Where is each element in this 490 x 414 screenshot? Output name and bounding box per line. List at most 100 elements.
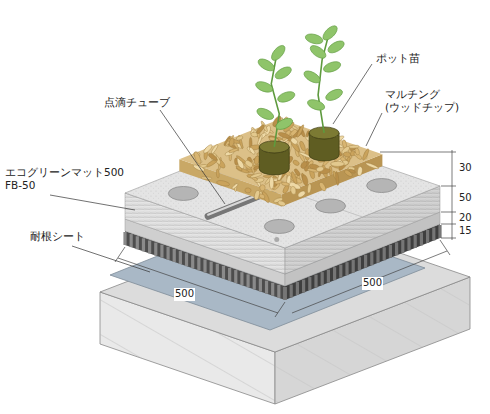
dimple bbox=[216, 264, 219, 277]
dimple bbox=[228, 268, 231, 281]
dimension-label: 50 bbox=[458, 192, 473, 205]
dimple bbox=[395, 242, 398, 255]
dimple bbox=[253, 276, 256, 289]
callout-label: ポット苗 bbox=[376, 52, 420, 65]
dimple bbox=[154, 243, 157, 256]
mulching bbox=[179, 115, 382, 207]
dimension-lines bbox=[115, 150, 456, 317]
dimple bbox=[222, 266, 225, 279]
wood-chip bbox=[228, 148, 238, 154]
wood-chip bbox=[269, 177, 273, 189]
plant-leaf bbox=[254, 80, 274, 95]
wood-chip bbox=[335, 171, 339, 185]
dimple bbox=[283, 287, 286, 300]
wood-chip bbox=[216, 180, 230, 187]
plant-leaf bbox=[255, 106, 275, 122]
dimple bbox=[414, 235, 417, 248]
dimple bbox=[166, 247, 169, 260]
callout-label: 点滴チューブ bbox=[104, 96, 170, 109]
dimple bbox=[358, 257, 361, 270]
dimple bbox=[173, 249, 176, 262]
wood-chip bbox=[229, 138, 235, 147]
dimple bbox=[179, 251, 182, 264]
wood-chip bbox=[307, 183, 312, 193]
dimple bbox=[420, 232, 423, 245]
planting-hole bbox=[367, 179, 397, 193]
dimple bbox=[438, 225, 441, 238]
wood-chip bbox=[244, 159, 254, 168]
dimple bbox=[339, 265, 342, 278]
wood-chip bbox=[318, 181, 327, 192]
wood-chip bbox=[231, 183, 238, 190]
dimple bbox=[308, 277, 311, 290]
dimple bbox=[130, 234, 133, 247]
dimple bbox=[160, 245, 163, 258]
wood-chip bbox=[365, 162, 379, 170]
dimple bbox=[302, 280, 305, 293]
dimple bbox=[352, 260, 355, 273]
dimple bbox=[321, 272, 324, 285]
wood-chip bbox=[296, 124, 305, 138]
wood-chip bbox=[299, 140, 307, 151]
dimple bbox=[283, 287, 286, 300]
pot-seedlings bbox=[254, 23, 346, 175]
planting-hole bbox=[168, 186, 198, 200]
wood-chip bbox=[245, 187, 252, 193]
wood-chip bbox=[301, 174, 308, 186]
dimple bbox=[290, 285, 293, 298]
dimple bbox=[277, 285, 280, 298]
dimple bbox=[389, 245, 392, 258]
dimple bbox=[383, 247, 386, 260]
dimple bbox=[376, 250, 379, 263]
wood-chip bbox=[193, 151, 202, 165]
dimension-label: 500 bbox=[174, 288, 195, 301]
dimple bbox=[333, 267, 336, 280]
plant-leaf bbox=[308, 43, 328, 61]
wood-chip bbox=[297, 190, 306, 199]
dimple bbox=[407, 237, 410, 250]
dimple bbox=[327, 270, 330, 283]
mulch-top bbox=[179, 119, 382, 195]
dimple bbox=[136, 236, 139, 249]
wood-chip bbox=[362, 148, 370, 161]
wood-chip bbox=[348, 169, 356, 174]
drain-board-dimples bbox=[123, 225, 441, 300]
dimple bbox=[259, 279, 262, 292]
plant-leaf bbox=[276, 90, 296, 105]
dimension-label: 20 bbox=[458, 212, 473, 225]
dimple bbox=[185, 253, 188, 266]
wood-chip bbox=[281, 182, 289, 187]
wood-chip bbox=[290, 186, 297, 195]
dimension-label: 500 bbox=[362, 277, 383, 290]
callout-label: 耐根シート bbox=[30, 230, 85, 243]
dimple bbox=[370, 252, 373, 265]
wood-chip bbox=[274, 180, 282, 185]
wood-chip bbox=[292, 159, 300, 166]
wood-chip bbox=[260, 185, 266, 191]
dimple bbox=[142, 238, 145, 251]
wood-chip bbox=[224, 135, 234, 147]
wood-chip bbox=[278, 131, 291, 139]
callout-label: マルチング (ウッドチップ) bbox=[385, 88, 459, 114]
dimple bbox=[197, 257, 200, 270]
wood-chip bbox=[250, 172, 263, 179]
dimple bbox=[271, 283, 274, 296]
wood-chip bbox=[236, 135, 244, 141]
dimple bbox=[265, 281, 268, 294]
plant-leaf bbox=[269, 43, 287, 63]
dimple bbox=[426, 230, 429, 243]
wood-chip bbox=[300, 160, 309, 169]
mulch-side bbox=[282, 154, 383, 206]
wood-chip bbox=[357, 166, 363, 176]
dimple bbox=[314, 275, 317, 288]
dimple bbox=[345, 262, 348, 275]
wood-chip bbox=[331, 161, 345, 166]
dimple bbox=[296, 282, 299, 295]
wood-chip bbox=[256, 124, 266, 135]
plant-leaf bbox=[324, 87, 344, 103]
small-hole bbox=[274, 237, 279, 242]
wood-chip bbox=[202, 143, 213, 154]
wood-chip bbox=[293, 168, 301, 177]
plant-leaf bbox=[302, 69, 322, 86]
